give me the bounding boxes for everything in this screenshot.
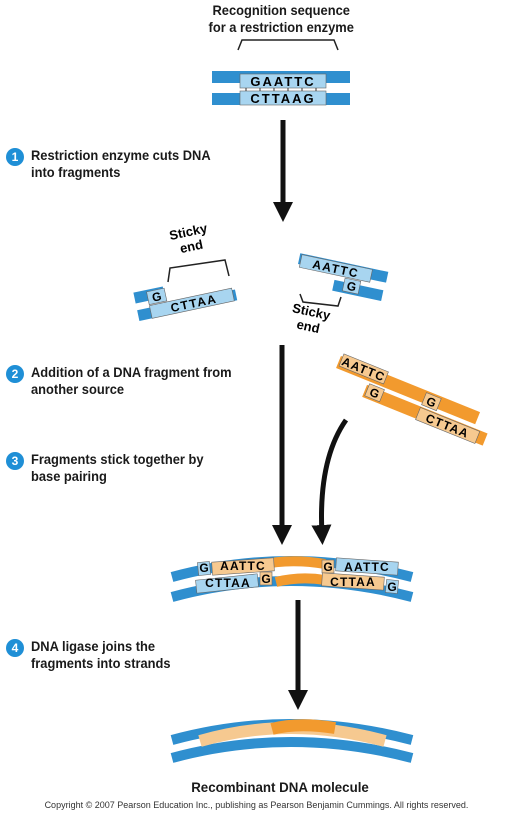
sticky-bracket-left [167,259,230,283]
recombinant-dna [170,719,414,763]
step-4-number: 4 [6,639,24,657]
right-fragment: AATTC G [298,253,389,302]
step-3-number: 3 [6,452,24,470]
sticky-end-label-right: Sticky end [291,300,332,336]
step-4-text: DNA ligase joins the fragments into stra… [31,638,171,671]
step-1-number: 1 [6,148,24,166]
copyright: Copyright © 2007 Pearson Education Inc.,… [44,800,469,810]
sticky-end-label-left: Sticky end [168,220,209,256]
svg-text:G: G [199,561,208,575]
left-fragment-bottom: CTTAA [169,292,218,316]
svg-text:CTTAA: CTTAA [330,575,376,589]
step-1: 1 Restriction enzyme cuts DNA into fragm… [6,147,226,181]
recombinant-title: Recombinant DNA molecule [191,779,369,795]
recognition-dna: GAATTC CTTAAG [212,71,350,106]
recognition-top-strand: GAATTC [250,74,315,89]
foreign-top-left: AATTC [340,354,388,384]
left-fragment-top: G [151,289,163,305]
join-arrow [311,418,349,545]
step-3: 3 Fragments stick together by base pairi… [6,451,219,485]
svg-text:G: G [261,572,270,586]
step-2: 2 Addition of a DNA fragment from anothe… [6,364,249,398]
svg-text:G: G [387,580,396,594]
svg-text:CTTAA: CTTAA [205,576,251,590]
recognition-bracket [237,39,339,51]
right-fragment-top: AATTC [311,257,360,281]
svg-text:G: G [323,560,332,574]
step-1-text: Restriction enzyme cuts DNA into fragmen… [31,147,211,180]
recognition-sequence-title: Recognition sequence for a restriction e… [208,2,354,35]
svg-text:end: end [178,237,204,256]
joined-dna: G AATTC CTTAA G G AATTC CTTAA G [170,556,414,602]
step-3-text: Fragments stick together by base pairing [31,451,204,484]
svg-text:AATTC: AATTC [220,559,266,573]
sticky-bracket-right [299,293,342,307]
step-4: 4 DNA ligase joins the fragments into st… [6,638,183,672]
svg-text:AATTC: AATTC [344,560,390,574]
svg-text:end: end [295,317,321,336]
step-2-number: 2 [6,365,24,383]
left-fragment: G CTTAA [133,286,238,322]
right-fragment-bottom: G [345,279,357,295]
foreign-fragment: AATTC G G CTTAA [336,353,488,446]
step-2-text: Addition of a DNA fragment from another … [31,364,232,397]
recognition-bottom-strand: CTTAAG [250,91,315,106]
